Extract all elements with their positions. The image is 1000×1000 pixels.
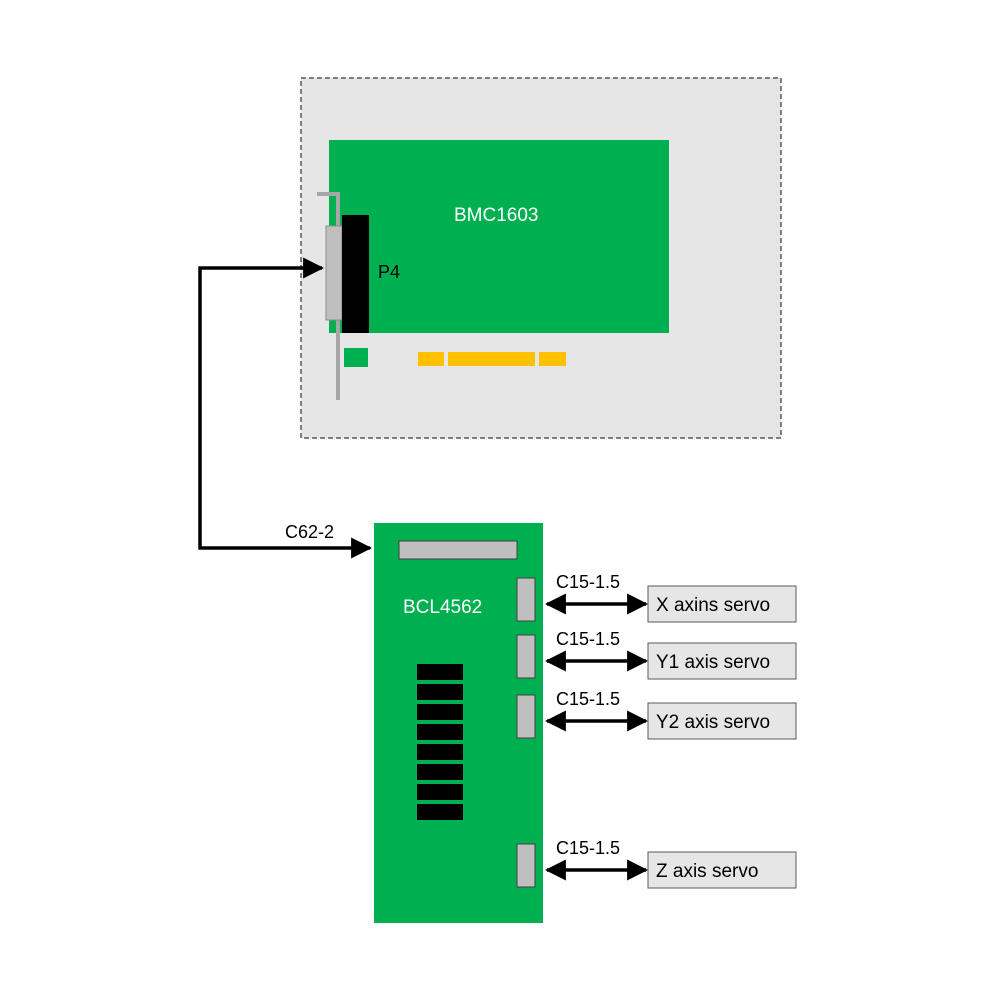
- servo-link: C15-1.5 Z axis servo: [516, 838, 797, 889]
- servo-port-connector: [516, 634, 536, 679]
- bcl4562-board-label: BCL4562: [403, 597, 482, 618]
- servo-box-label: Z axis servo: [656, 861, 758, 882]
- servo-box: [647, 851, 797, 889]
- terminal-block-segment: [417, 804, 463, 820]
- card-lower-tab: [344, 348, 368, 367]
- p4-connector: [342, 215, 369, 333]
- card-bracket-tab: [317, 192, 338, 196]
- terminal-block-segment: [417, 744, 463, 760]
- terminal-block: [417, 664, 463, 820]
- bmc1603-card-label: BMC1603: [454, 205, 539, 226]
- bracket-connector-shell: [325, 225, 343, 321]
- servo-box: [647, 585, 797, 623]
- terminal-block-segment: [417, 664, 463, 680]
- bcl4562-board: [374, 523, 543, 923]
- servo-port-connector: [516, 577, 536, 622]
- gold-fingers-right: [539, 352, 566, 366]
- servo-box-label: Y1 axis servo: [656, 652, 770, 673]
- servo-port-connector: [516, 843, 536, 888]
- gold-fingers-left: [418, 352, 444, 366]
- servo-link: C15-1.5 Y1 axis servo: [516, 629, 797, 680]
- servo-cable-label: C15-1.5: [556, 689, 620, 709]
- servo-cable-label: C15-1.5: [556, 629, 620, 649]
- servo-box: [647, 702, 797, 740]
- terminal-block-segment: [417, 724, 463, 740]
- bcl4562-header-connector: [398, 540, 518, 560]
- terminal-block-segment: [417, 764, 463, 780]
- servo-port-connector: [516, 694, 536, 739]
- servo-link: C15-1.5 Y2 axis servo: [516, 689, 797, 740]
- gold-fingers-middle: [448, 352, 535, 366]
- servo-cable-label: C15-1.5: [556, 838, 620, 858]
- bmc1603-card: [329, 140, 669, 333]
- terminal-block-segment: [417, 684, 463, 700]
- servo-box-label: X axins servo: [656, 595, 770, 616]
- servo-link: C15-1.5 X axins servo: [516, 572, 797, 623]
- terminal-block-segment: [417, 784, 463, 800]
- cable-c62-2-label: C62-2: [285, 522, 334, 542]
- terminal-block-segment: [417, 704, 463, 720]
- cable-c62-2-line: [198, 257, 373, 559]
- p4-connector-label: P4: [378, 262, 400, 282]
- servo-cable-label: C15-1.5: [556, 572, 620, 592]
- servo-box: [647, 642, 797, 680]
- servo-box-label: Y2 axis servo: [656, 712, 770, 733]
